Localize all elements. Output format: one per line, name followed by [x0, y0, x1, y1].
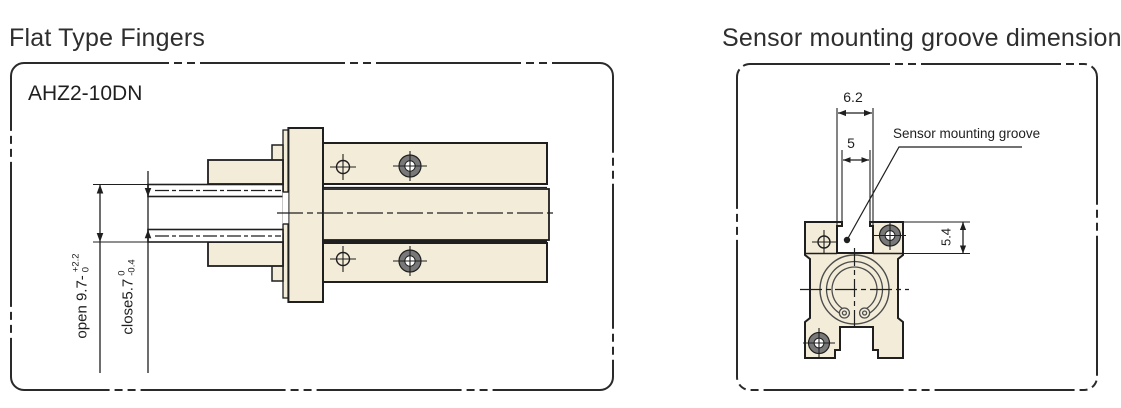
close-dimension-value: close5.7	[119, 278, 137, 335]
ringed-hole-icon	[803, 328, 835, 358]
groove-opening-width-label: 5	[847, 135, 855, 151]
flange	[282, 127, 324, 303]
close-dimension-label: close5.7 0 -0.4	[116, 259, 139, 335]
ringed-hole-icon	[393, 151, 427, 181]
right-panel-border	[736, 63, 1098, 391]
gripper-body	[322, 142, 550, 283]
groove-dimensions	[836, 108, 1022, 255]
right-section-title: Sensor mounting groove dimensions	[722, 24, 1121, 52]
gripper-cross-section	[800, 221, 909, 359]
model-number-label: AHZ2-10DN	[28, 82, 143, 105]
groove-leader-line	[843, 146, 1022, 244]
gripper-side-view	[147, 127, 556, 303]
ringed-hole-icon	[874, 221, 906, 250]
ringed-hole-icon	[393, 246, 427, 276]
open-dimension-label: open 9.7- +2.2 0	[70, 253, 93, 339]
open-dimension-value: open 9.7-	[73, 275, 91, 339]
mounting-hole-icon	[330, 154, 356, 180]
mounting-hole-icon	[812, 230, 836, 254]
groove-annotation-label: Sensor mounting groove	[893, 126, 1041, 141]
open-dimension-tolerance: +2.2 0	[70, 253, 92, 273]
groove-outer-width-label: 6.2	[843, 89, 863, 105]
open-close-dimensions	[93, 171, 152, 373]
left-panel-border	[10, 62, 614, 391]
mounting-hole-icon	[330, 246, 356, 272]
groove-depth-label: 5.4	[938, 227, 954, 247]
finger-top	[147, 144, 284, 198]
finger-bottom	[147, 228, 284, 282]
left-section-title: Flat Type Fingers	[9, 24, 206, 52]
close-dimension-tolerance: 0 -0.4	[116, 259, 138, 276]
